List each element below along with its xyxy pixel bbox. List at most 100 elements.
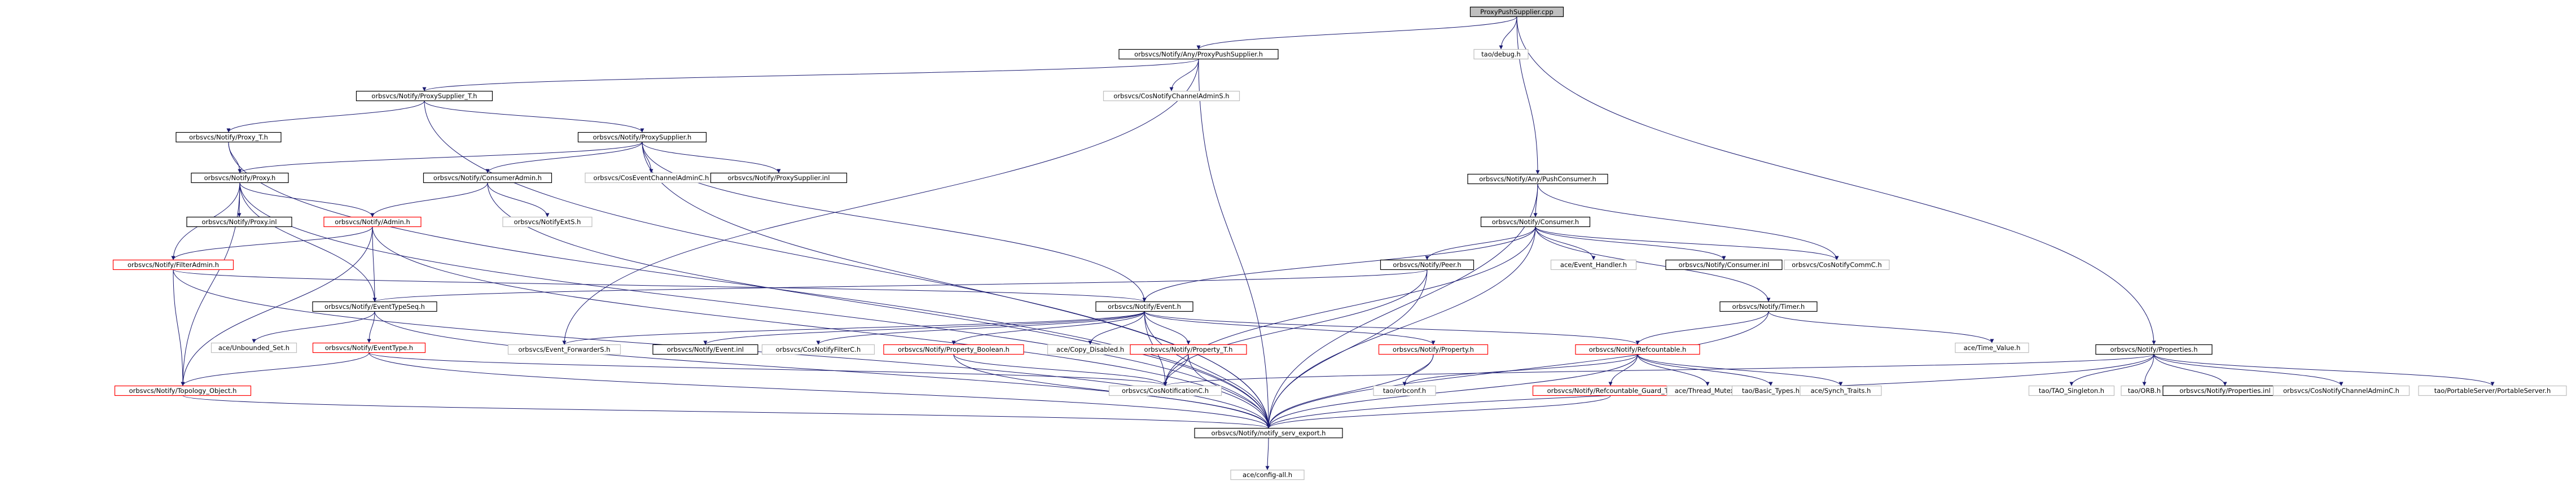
edge-peer-to-servExport	[1266, 269, 1428, 429]
node-cosNotificationC: orbsvcs/CosNotificationC.h	[1108, 385, 1222, 396]
node-cosNCAS: orbsvcs/CosNotifyChannelAdminS.h	[1103, 90, 1240, 102]
edge-eventType-to-servExport	[368, 352, 1271, 429]
edge-proxy-to-topologyObject	[181, 182, 240, 386]
edge-proxySupplier-to-proxySupplierInl	[642, 142, 781, 173]
edge-eventType-to-cosNotificationC	[368, 352, 1168, 386]
node-propertiesInl[interactable]: orbsvcs/Notify/Properties.inl	[2162, 385, 2288, 396]
node-refcountableGuardT[interactable]: orbsvcs/Notify/Refcountable_Guard_T.h	[1532, 385, 1689, 396]
node-label: orbsvcs/Notify/Any/ProxyPushSupplier.h	[1134, 50, 1263, 58]
node-portableServer: tao/PortableServer/PortableServer.h	[2418, 385, 2567, 396]
edge-refcountable-to-orbconf	[1402, 354, 1638, 386]
node-propertyBoolean[interactable]: orbsvcs/Notify/Property_Boolean.h	[883, 344, 1024, 355]
edge-refcountableGuardT-to-servExport	[1266, 395, 1611, 429]
node-box	[2095, 344, 2213, 355]
node-box	[1575, 344, 1700, 355]
node-box	[1373, 385, 1436, 396]
node-box	[323, 216, 422, 228]
edge-properties-to-portableServer	[2153, 354, 2495, 386]
node-label: orbsvcs/Notify/Property_T.h	[1144, 346, 1233, 353]
node-proxyInl[interactable]: orbsvcs/Notify/Proxy.inl	[186, 216, 292, 228]
node-label: orbsvcs/Notify/Property.h	[1393, 346, 1474, 353]
node-topologyObject[interactable]: orbsvcs/Notify/Topology_Object.h	[114, 385, 252, 396]
node-box	[186, 216, 292, 228]
node-proxySupplierInl[interactable]: orbsvcs/Notify/ProxySupplier.inl	[710, 172, 848, 183]
edge-proxy-to-eventTypeSeq	[239, 182, 377, 302]
node-admin[interactable]: orbsvcs/Notify/Admin.h	[323, 216, 422, 228]
edge-proxyT-to-servExport	[228, 142, 1271, 429]
node-box	[2272, 385, 2410, 396]
node-box	[1550, 259, 1637, 270]
node-label: orbsvcs/Notify/Consumer.inl	[1679, 261, 1770, 269]
edge-admin-to-servExport	[372, 226, 1271, 429]
node-box	[1230, 469, 1305, 480]
node-label: orbsvcs/Notify/ProxySupplier.inl	[727, 174, 830, 182]
edge-properties-to-taoSingleton	[2069, 354, 2154, 386]
node-refcountable[interactable]: orbsvcs/Notify/Refcountable.h	[1575, 344, 1700, 355]
edge-peer-to-eventTypeSeq	[372, 269, 1428, 302]
node-label: orbsvcs/Notify/Properties.h	[2110, 346, 2198, 353]
node-filterAdmin[interactable]: orbsvcs/Notify/FilterAdmin.h	[112, 259, 234, 270]
node-property[interactable]: orbsvcs/Notify/Property.h	[1378, 344, 1489, 355]
node-servExport[interactable]: orbsvcs/Notify/notify_serv_export.h	[1194, 427, 1343, 439]
node-proxyT[interactable]: orbsvcs/Notify/Proxy_T.h	[175, 132, 282, 143]
node-box	[1467, 173, 1608, 185]
node-event[interactable]: orbsvcs/Notify/Event.h	[1095, 301, 1193, 312]
node-eventInl[interactable]: orbsvcs/Notify/Event.inl	[652, 344, 758, 355]
node-box	[1719, 301, 1818, 312]
node-label: orbsvcs/Notify/ProxySupplier.h	[593, 133, 692, 141]
edge-root-to-tao_debug	[1499, 16, 1517, 50]
edge-event-to-propertyBoolean	[951, 311, 1145, 345]
node-timer[interactable]: orbsvcs/Notify/Timer.h	[1719, 301, 1818, 312]
node-label: orbsvcs/Notify/notify_serv_export.h	[1212, 429, 1326, 437]
edge-consumer-to-consumerInl	[1535, 226, 1726, 260]
node-box	[1480, 216, 1591, 228]
node-tao_debug: tao/debug.h	[1473, 49, 1529, 60]
node-proxy[interactable]: orbsvcs/Notify/Proxy.h	[191, 172, 289, 183]
edge-properties-to-cosNCAC	[2153, 354, 2344, 386]
node-label: tao/debug.h	[1481, 50, 1521, 58]
node-label: orbsvcs/Event_ForwarderS.h	[518, 346, 610, 353]
node-box	[2028, 385, 2115, 396]
edge-proxySupplierT-to-servExport	[424, 101, 1271, 429]
edge-refcountable-to-servExport	[1266, 354, 1638, 429]
node-box	[112, 259, 234, 270]
node-label: orbsvcs/CosNotifyCommC.h	[1792, 261, 1882, 269]
node-peer[interactable]: orbsvcs/Notify/Peer.h	[1380, 259, 1474, 270]
node-configAll: ace/config-all.h	[1230, 469, 1305, 480]
edge-event-to-refcountable	[1144, 311, 1640, 345]
node-box	[1380, 259, 1474, 270]
edge-anyPPS-to-proxySupplierT	[422, 59, 1199, 91]
node-consumer[interactable]: orbsvcs/Notify/Consumer.h	[1480, 216, 1591, 228]
node-box	[1118, 49, 1279, 60]
node-box	[312, 342, 426, 353]
node-anyPPC[interactable]: orbsvcs/Notify/Any/PushConsumer.h	[1467, 173, 1608, 185]
node-cosNotifyFilterC: orbsvcs/CosNotifyFilterC.h	[761, 344, 875, 355]
node-basicTypes: tao/Basic_Types.h	[1731, 385, 1810, 396]
edge-proxy-to-admin	[239, 182, 375, 217]
edge-refcountable-to-basicTypes	[1637, 354, 1773, 386]
node-label: ProxyPushSupplier.cpp	[1480, 8, 1554, 16]
node-eventTypeSeq[interactable]: orbsvcs/Notify/EventTypeSeq.h	[312, 301, 437, 312]
node-label: orbsvcs/Notify/FilterAdmin.h	[128, 261, 219, 269]
edge-property-to-servExport	[1266, 354, 1434, 429]
node-consumerAdmin[interactable]: orbsvcs/Notify/ConsumerAdmin.h	[423, 172, 552, 183]
node-box	[210, 342, 297, 353]
node-proxySupplierT[interactable]: orbsvcs/Notify/ProxySupplier_T.h	[356, 90, 493, 102]
node-label: orbsvcs/CosNotifyChannelAdminC.h	[2283, 387, 2399, 395]
edge-root-to-properties	[1516, 16, 2156, 345]
edge-proxySupplier-to-proxy	[238, 142, 643, 173]
node-label: orbsvcs/Notify/Proxy.h	[204, 174, 276, 182]
node-label: orbsvcs/Notify/EventType.h	[325, 344, 413, 352]
node-label: orbsvcs/Notify/Event.h	[1108, 303, 1181, 311]
edge-consumer-to-peer	[1425, 226, 1536, 260]
node-eventType[interactable]: orbsvcs/Notify/EventType.h	[312, 342, 426, 353]
edge-properties-to-propertiesInl	[2153, 354, 2227, 386]
node-properties[interactable]: orbsvcs/Notify/Properties.h	[2095, 344, 2213, 355]
node-root[interactable]: ProxyPushSupplier.cpp	[1469, 6, 1564, 18]
node-propertyT[interactable]: orbsvcs/Notify/Property_T.h	[1130, 344, 1247, 355]
node-box	[356, 90, 493, 102]
node-proxySupplier[interactable]: orbsvcs/Notify/ProxySupplier.h	[577, 132, 707, 143]
node-consumerInl[interactable]: orbsvcs/Notify/Consumer.inl	[1665, 259, 1783, 270]
node-anyPPS[interactable]: orbsvcs/Notify/Any/ProxyPushSupplier.h	[1118, 49, 1279, 60]
edge-proxySupplierT-to-proxySupplier	[424, 101, 644, 133]
